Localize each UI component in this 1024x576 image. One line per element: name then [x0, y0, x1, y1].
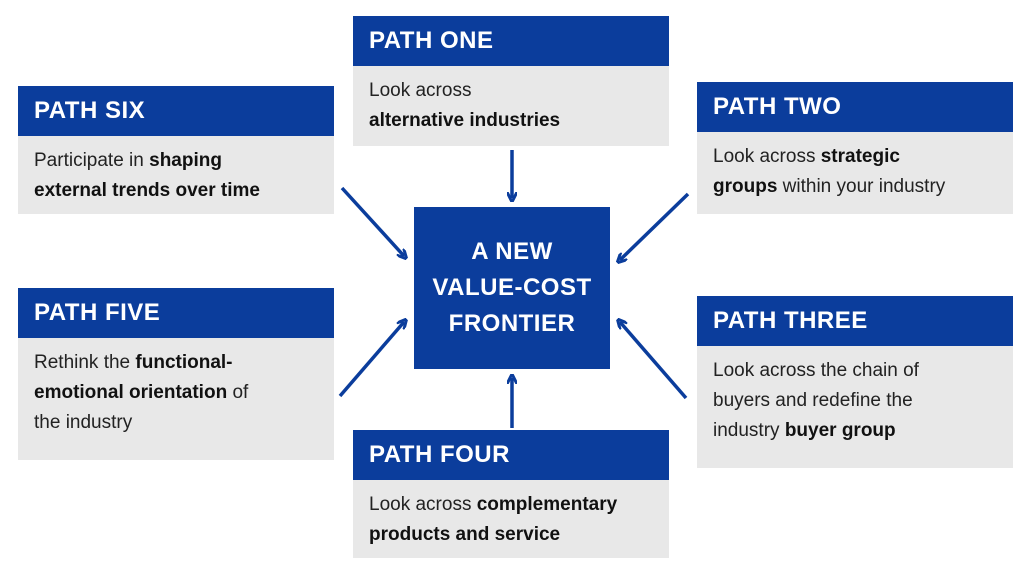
path-five-title: PATH FIVE — [18, 288, 334, 338]
center-line-2: VALUE-COST — [432, 274, 592, 301]
path-four-description: Look across complementary products and s… — [353, 480, 669, 560]
path-two-line-2-post: within your industry — [777, 176, 946, 197]
path-six-line-1-bold: shaping — [149, 150, 222, 171]
path-three-title: PATH THREE — [697, 296, 1013, 346]
path-three-card: PATH THREE Look across the chain of buye… — [697, 296, 1013, 468]
path-five-line-2-bold: emotional orientation — [34, 382, 228, 403]
path-six-title: PATH SIX — [18, 86, 334, 136]
path-four-title: PATH FOUR — [353, 430, 669, 480]
path-two-line-2-bold: groups — [713, 176, 778, 197]
center-line-1: A NEW — [471, 238, 553, 265]
path-four-line-1-bold: complementary — [476, 494, 618, 515]
path-five-line-2-post: of — [227, 382, 249, 403]
path-six-description: Participate in shaping external trends o… — [18, 136, 334, 216]
center-line-3: FRONTIER — [448, 310, 576, 337]
path-four-line-2-bold: products and service — [369, 524, 561, 545]
path-five-line-1-bold: functional- — [135, 352, 233, 373]
path-three-line-2: buyers and redefine the — [713, 390, 913, 411]
path-five-description: Rethink the functional- emotional orient… — [18, 338, 334, 448]
path-two-description: Look across strategic groups within your… — [697, 132, 1013, 212]
path-three-line-3-bold: buyer group — [784, 420, 896, 441]
path-one-line-2: alternative industries — [369, 110, 561, 131]
path-two-line-1-bold: strategic — [820, 146, 900, 167]
path-two-line-1-pre: Look across — [713, 146, 821, 167]
path-four-card: PATH FOUR Look across complementary prod… — [353, 430, 669, 558]
path-three-description: Look across the chain of buyers and rede… — [697, 346, 1013, 456]
path-five-card: PATH FIVE Rethink the functional- emotio… — [18, 288, 334, 460]
path-five-line-3: the industry — [34, 412, 133, 433]
path-two-card: PATH TWO Look across strategic groups wi… — [697, 82, 1013, 214]
arrow-path-six — [340, 186, 404, 256]
arrow-path-five — [338, 322, 404, 398]
path-six-line-2-bold: external trends over time — [34, 180, 260, 201]
value-cost-frontier-box: A NEW VALUE-COST FRONTIER — [414, 207, 610, 369]
path-six-line-1-pre: Participate in — [34, 150, 150, 171]
path-four-line-1-pre: Look across — [369, 494, 477, 515]
arrow-path-two — [620, 192, 690, 260]
path-one-card: PATH ONE Look across alternative industr… — [353, 16, 669, 146]
path-five-line-1-pre: Rethink the — [34, 352, 136, 373]
path-three-line-3-pre: industry — [713, 420, 785, 441]
path-two-title: PATH TWO — [697, 82, 1013, 132]
arrow-path-three — [620, 322, 688, 400]
path-three-line-1: Look across the chain of — [713, 360, 919, 381]
path-one-description: Look across alternative industries — [353, 66, 669, 146]
path-one-line-1: Look across — [369, 80, 472, 101]
path-one-title: PATH ONE — [353, 16, 669, 66]
path-six-card: PATH SIX Participate in shaping external… — [18, 86, 334, 214]
